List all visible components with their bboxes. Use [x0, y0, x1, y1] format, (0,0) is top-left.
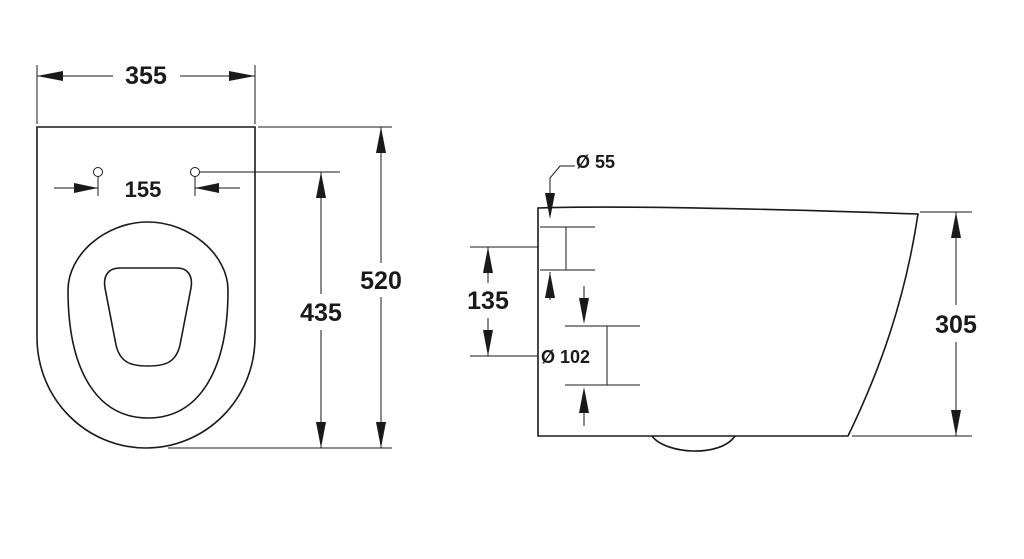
fixing-hole-right [190, 167, 200, 177]
bowl-outline [36, 126, 256, 449]
arrowhead [545, 193, 555, 219]
side-view: Ø 55 135 Ø 102 305 [467, 152, 977, 452]
arrowhead [951, 212, 961, 238]
bowl-opening [103, 267, 193, 367]
arrowhead [74, 183, 98, 193]
arrowhead [376, 127, 386, 153]
outlet-bulge [651, 435, 736, 452]
dim-inlet-diameter: Ø 55 [576, 152, 615, 172]
dim-height-overall: 305 [935, 311, 977, 339]
dim-fixing-spacing: 155 [125, 177, 162, 202]
arrowhead [951, 410, 961, 436]
arrowhead [483, 247, 493, 273]
arrowhead [545, 272, 555, 298]
seat-ring [67, 221, 229, 419]
arrowhead [579, 387, 589, 413]
arrowhead [316, 422, 326, 448]
dim-width-overall: 355 [125, 62, 167, 90]
dim-outlet-diameter: Ø 102 [541, 347, 590, 367]
front-view: 355 155 435 520 [36, 62, 402, 449]
dim-length-overall: 520 [360, 267, 402, 295]
arrowhead [195, 183, 219, 193]
dim-seat-to-fixing: 435 [300, 299, 342, 327]
arrowhead [483, 330, 493, 356]
arrowhead [376, 422, 386, 448]
arrowhead [37, 71, 63, 81]
side-body-outline [537, 206, 919, 437]
arrowhead [229, 71, 255, 81]
arrowhead [579, 298, 589, 324]
dim-inlet-height: 135 [467, 287, 509, 315]
arrowhead [316, 172, 326, 198]
fixing-hole-left [93, 167, 103, 177]
